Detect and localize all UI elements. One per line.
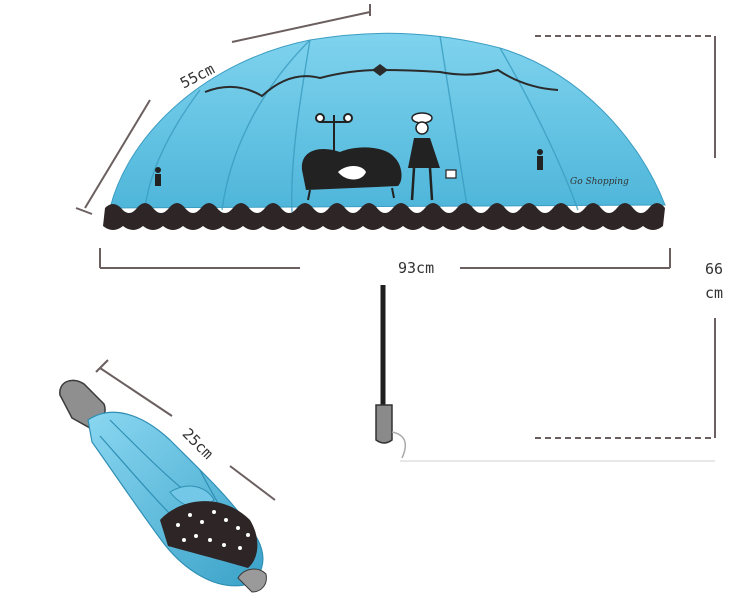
canopy-ruffle (103, 203, 665, 230)
dim-25-tick-top (95, 359, 109, 373)
dim-label-66-value: 66 (705, 260, 724, 278)
dim-label-93: 93cm (398, 259, 435, 277)
dim-55-tick-bottom (75, 207, 93, 215)
dim-25-arm-top (99, 367, 173, 417)
folded-tip (237, 568, 267, 593)
dimension-lines (75, 4, 716, 501)
small-figure-right (537, 149, 543, 170)
dim-25-arm-bottom (229, 465, 276, 501)
folded-ruffle (160, 501, 258, 568)
woman-illustration (408, 112, 457, 201)
canopy-seams (144, 35, 579, 213)
folded-umbrella (59, 379, 267, 593)
umbrella-handle (375, 404, 393, 444)
polka-dots (176, 510, 250, 550)
dim-55-arm-top (231, 11, 371, 43)
dim-55-arm-bottom (84, 99, 151, 209)
dim-label-66-unit: cm (705, 284, 724, 302)
canopy (109, 32, 666, 209)
handle-strap (391, 431, 407, 459)
sofa-illustration (301, 147, 402, 201)
canopy-script-text: Go Shopping (570, 177, 629, 187)
open-umbrella: Go Shopping (103, 32, 666, 459)
bow-decoration (372, 64, 388, 76)
small-figure-left (155, 167, 161, 186)
